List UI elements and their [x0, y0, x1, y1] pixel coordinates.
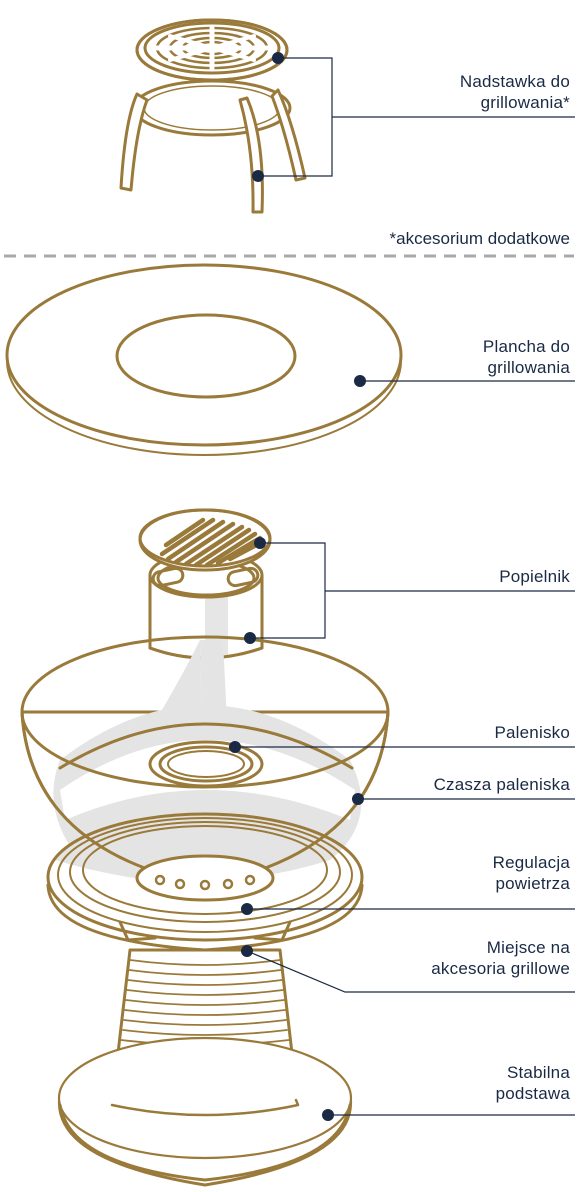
dot-popielnik-bottom: [244, 632, 256, 644]
label-palenisko: Palenisko: [494, 722, 570, 743]
dot-palenisko: [229, 741, 241, 753]
dot-czasza: [352, 793, 364, 805]
dot-plancha: [354, 375, 366, 387]
label-czasza: Czasza paleniska: [434, 774, 570, 795]
dot-miejsce: [241, 945, 253, 957]
dot-nadstawka-leg: [252, 170, 264, 182]
label-nadstawka: Nadstawka do grillowania*: [460, 71, 570, 113]
dot-podstawa: [322, 1109, 334, 1121]
accessory-note: *akcesorium dodatkowe: [390, 228, 570, 249]
label-miejsce: Miejsce na akcesoria grillowe: [431, 937, 570, 979]
label-podstawa: Stabilna podstawa: [496, 1062, 570, 1104]
label-popielnik: Popielnik: [499, 566, 570, 587]
dot-nadstawka-top: [272, 52, 284, 64]
label-plancha: Plancha do grillowania: [483, 336, 570, 378]
label-regulacja: Regulacja powietrza: [493, 852, 570, 894]
dot-regulacja: [241, 903, 253, 915]
dot-popielnik-top: [254, 537, 266, 549]
fire-bowl: [22, 637, 388, 886]
plancha-plate: [7, 265, 401, 455]
grill-topper-accessory: [121, 20, 305, 212]
stable-base: [59, 1038, 351, 1185]
